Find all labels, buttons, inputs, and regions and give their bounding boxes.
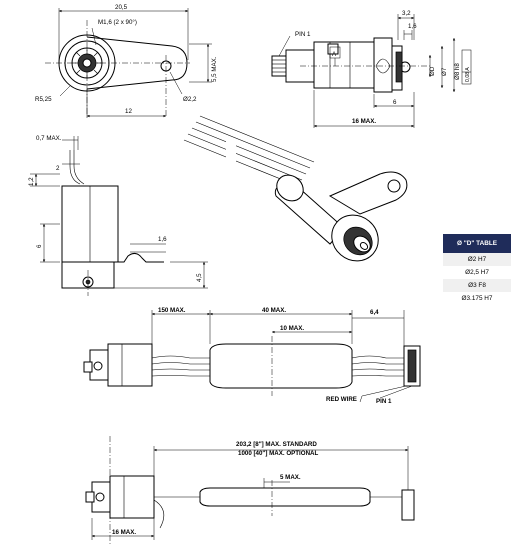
dim-d-label: ØD — [429, 66, 436, 76]
bottom-view: 203,2 [8"] MAX. STANDARD 1000 [40"] MAX.… — [85, 436, 415, 546]
d-table-title: Ø "D" TABLE — [443, 234, 511, 253]
dim-8-label: Ø8 h8 — [454, 63, 461, 80]
dim-1-6-end-label: 1,6 — [158, 236, 167, 243]
dim-10-label: 10 MAX. — [280, 325, 304, 332]
isometric-view — [183, 115, 408, 262]
d-table-rows: Ø2 H7 Ø2,5 H7 Ø3 F8 Ø3.175 H7 — [443, 253, 511, 305]
dim-40-label: 40 MAX. — [262, 307, 286, 314]
offset-label: 12 — [125, 108, 132, 115]
side-pin1-label: PIN 1 — [295, 31, 311, 38]
d-table-row: Ø3.175 H7 — [461, 295, 493, 302]
red-wire-label: RED WIRE — [326, 396, 357, 403]
dim-6-side-label: 6 — [393, 99, 397, 106]
dim-4-5-label: 4,5 — [196, 273, 203, 282]
cable-pin1-label: PIN 1 — [376, 398, 392, 405]
length-standard-label: 203,2 [8"] MAX. STANDARD — [236, 441, 317, 448]
cable-view: 150 MAX. 40 MAX. 10 MAX. 6,4 RED WIRE PI… — [83, 307, 421, 405]
end-view: 0,7 MAX. 2 1,2 6 1,6 4,5 — [28, 135, 208, 296]
dim-3-2-label: 3,2 — [402, 10, 411, 17]
d-table-row: Ø2,5 H7 — [465, 269, 489, 276]
d-table-row: Ø3 F8 — [443, 279, 511, 292]
top-view: 20,5 M1,6 (2 x 90°) R5,25 Ø2,2 12 5,5 MA… — [35, 4, 218, 118]
dim-6-4-label: 6,4 — [370, 309, 379, 316]
dim-7-label: Ø7 — [441, 67, 448, 76]
thread-label: M1,6 (2 x 90°) — [98, 19, 137, 26]
dim-2-label: 2 — [56, 165, 60, 172]
dim-5-label: 5 MAX. — [280, 474, 301, 481]
radius-label: R5,25 — [35, 96, 52, 103]
datum-a-label: A — [332, 51, 337, 58]
d-table-row: Ø2 H7 — [443, 253, 511, 266]
dim-16-label: 16 MAX. — [112, 529, 136, 536]
dim-0-7-label: 0,7 MAX. — [36, 135, 62, 142]
dim-1-2-label: 1,2 — [28, 177, 35, 186]
dim-1-6-top-label: 1,6 — [408, 23, 417, 30]
top-width-label: 20,5 — [115, 4, 128, 11]
height-label: 5,5 MAX. — [211, 56, 218, 82]
dim-150-label: 150 MAX. — [158, 307, 186, 314]
length-optional-label: 1000 [40"] MAX. OPTIONAL — [238, 450, 319, 457]
tolerance-label: 0,08 A — [465, 67, 471, 82]
side-view: A PIN 1 3,2 1,6 ØD Ø7 Ø8 h8 0,08 A 6 16 … — [271, 10, 472, 128]
d-table: Ø "D" TABLE Ø2 H7 Ø2,5 H7 Ø3 F8 Ø3.175 H7 — [443, 234, 511, 305]
dim-6-end-label: 6 — [36, 244, 43, 248]
hole-diameter-label: Ø2,2 — [183, 96, 197, 103]
side-length-label: 16 MAX. — [352, 118, 376, 125]
